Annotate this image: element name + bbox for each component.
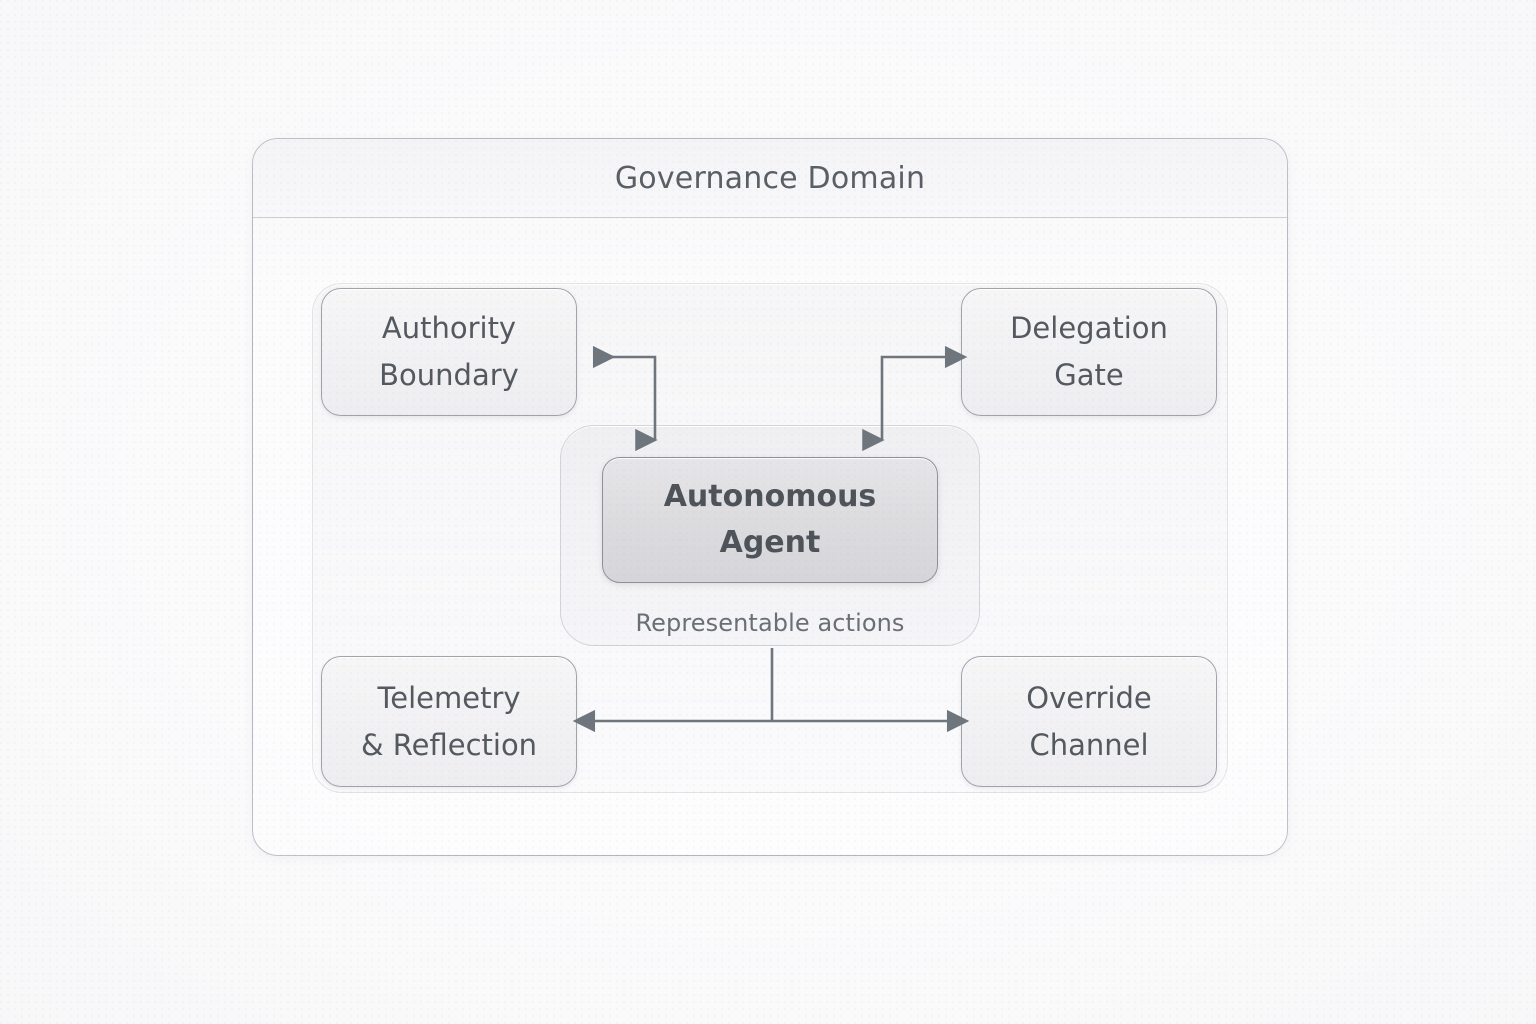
node-override-channel-label: Override Channel: [1026, 680, 1152, 762]
node-override-channel[interactable]: Override Channel: [961, 656, 1217, 787]
node-autonomous-agent[interactable]: Autonomous Agent: [602, 457, 938, 583]
node-telemetry-reflection[interactable]: Telemetry & Reflection: [321, 656, 577, 787]
agent-caption: Representable actions: [635, 609, 905, 637]
governance-domain-header: Governance Domain: [253, 139, 1287, 218]
node-delegation-gate-label: Delegation Gate: [1010, 311, 1168, 392]
node-authority-boundary-label: Authority Boundary: [379, 311, 519, 392]
node-delegation-gate[interactable]: Delegation Gate: [961, 288, 1217, 416]
node-telemetry-reflection-label: Telemetry & Reflection: [360, 680, 538, 762]
node-authority-boundary[interactable]: Authority Boundary: [321, 288, 577, 416]
node-autonomous-agent-label: Autonomous Agent: [663, 479, 877, 560]
page-title: Governance Domain: [614, 160, 926, 196]
